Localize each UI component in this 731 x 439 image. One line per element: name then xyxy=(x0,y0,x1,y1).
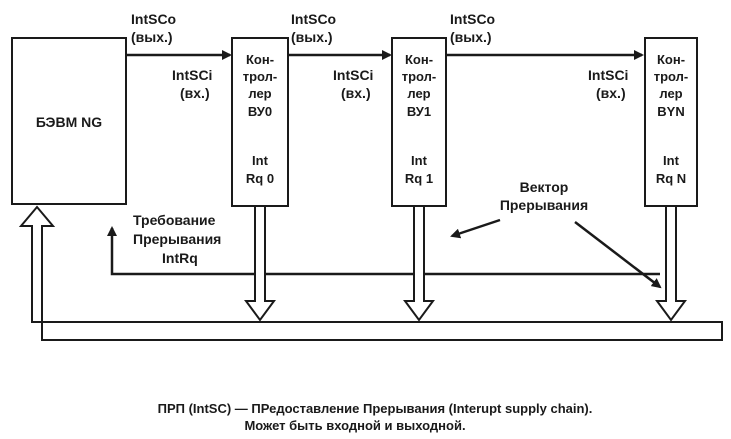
controller-vun-line1: Кон- xyxy=(657,52,685,67)
cpu-block xyxy=(11,37,127,205)
controller-vu1-line2: трол- xyxy=(402,69,437,84)
controller-vun-line2: трол- xyxy=(654,69,689,84)
controller-vu0-line1: Кон- xyxy=(246,52,274,67)
controller-vun-line3: лер xyxy=(659,86,682,101)
request-label-line3: IntRq xyxy=(162,250,198,266)
controller-vu1-line4: ВУ1 xyxy=(407,104,431,119)
controller-vun: Кон- трол- лер BYN Int Rq N xyxy=(644,37,698,207)
controller-vu1: Кон- трол- лер ВУ1 Int Rq 1 xyxy=(391,37,447,207)
intsci-label-1: IntSCi xyxy=(172,67,212,83)
controller-vu0-int2: Rq 0 xyxy=(246,171,274,186)
controller-vu0: Кон- трол- лер ВУ0 Int Rq 0 xyxy=(231,37,289,207)
footer-line1: ПРП (IntSC) — ПРедоставление Прерывания … xyxy=(158,401,593,416)
intsco-label-1: IntSCo xyxy=(131,11,176,27)
out-label-1: (вых.) xyxy=(131,29,173,45)
out-label-3: (вых.) xyxy=(450,29,492,45)
out-label-2: (вых.) xyxy=(291,29,333,45)
controller-vu0-line4: ВУ0 xyxy=(248,104,272,119)
controller-vu1-int2: Rq 1 xyxy=(405,171,433,186)
intsco-label-3: IntSCo xyxy=(450,11,495,27)
intrq-line xyxy=(107,226,660,276)
intsci-label-3: IntSCi xyxy=(588,67,628,83)
vector-label-line2: Прерывания xyxy=(500,197,588,213)
controller-vu1-int1: Int xyxy=(411,153,428,168)
vu0-bus-arrow xyxy=(244,205,276,322)
request-label-line1: Требование xyxy=(133,212,216,228)
intsci-label-2: IntSCi xyxy=(333,67,373,83)
in-label-3: (вх.) xyxy=(596,85,626,101)
vu1-bus-arrow xyxy=(403,205,435,322)
in-label-1: (вх.) xyxy=(180,85,210,101)
controller-vun-line4: BYN xyxy=(657,104,684,119)
controller-vu1-line3: лер xyxy=(407,86,430,101)
request-label-line2: Прерывания xyxy=(133,231,221,247)
bottom-bus-arrow xyxy=(18,205,723,341)
cpu-label: БЭВМ NG xyxy=(36,114,102,130)
vun-bus-arrow xyxy=(655,205,687,322)
intsco-label-2: IntSCo xyxy=(291,11,336,27)
controller-vu0-line3: лер xyxy=(248,86,271,101)
controller-vun-int1: Int xyxy=(663,153,680,168)
controller-vu1-line1: Кон- xyxy=(405,52,433,67)
controller-vu0-int1: Int xyxy=(252,153,269,168)
vector-arrow-right xyxy=(574,221,662,289)
footer-line2: Может быть входной и выходной. xyxy=(244,418,465,433)
vector-arrow-left xyxy=(450,218,501,239)
vector-label-line1: Вектор xyxy=(520,179,569,195)
in-label-2: (вх.) xyxy=(341,85,371,101)
controller-vun-int2: Rq N xyxy=(656,171,686,186)
controller-vu0-line2: трол- xyxy=(243,69,278,84)
